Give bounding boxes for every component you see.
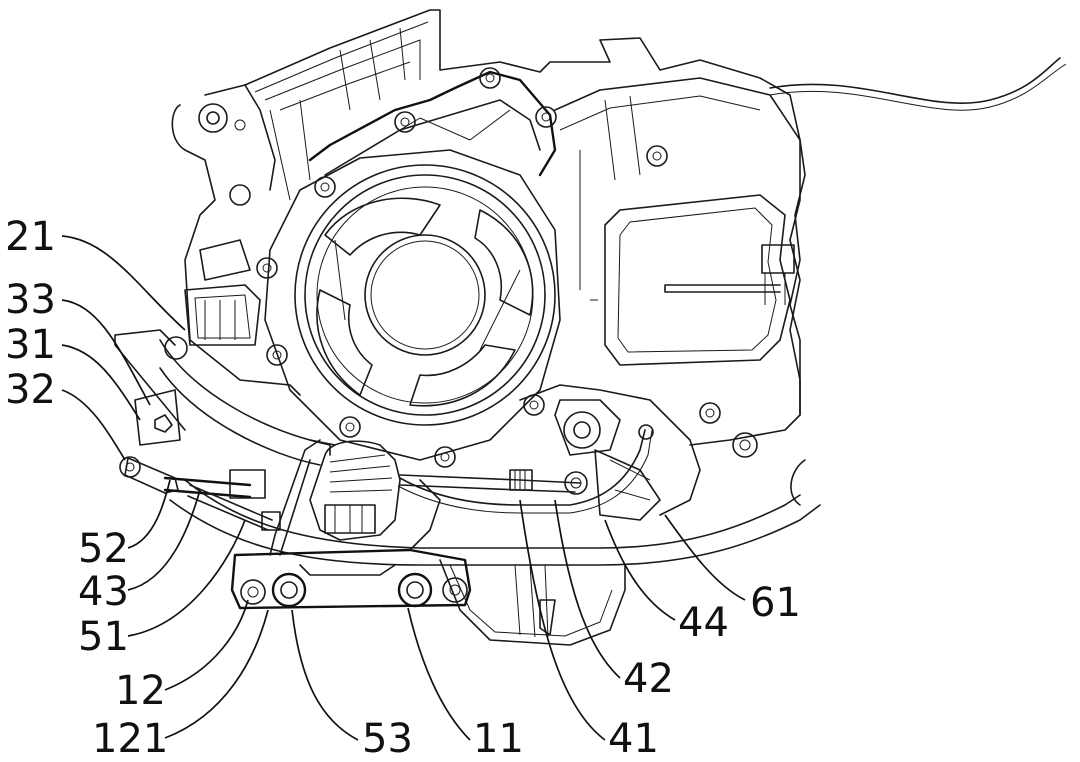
label-33: 33 [5,277,56,323]
left-block [164,239,261,360]
label-42: 42 [623,656,674,702]
mount-bracket [230,439,472,610]
connector [309,439,401,541]
cylinder-block [171,9,806,446]
label-52: 52 [78,526,129,572]
reference-labels: 21 33 31 32 52 43 51 12 121 53 11 41 42 … [5,214,801,762]
label-32: 32 [5,367,56,413]
link-rods [399,469,581,493]
label-21: 21 [5,214,56,260]
label-61: 61 [750,580,801,626]
label-44: 44 [678,600,729,646]
upper-bracket [256,67,557,468]
side-cover [554,77,801,458]
label-43: 43 [78,569,129,615]
label-121: 121 [92,716,168,762]
label-11: 11 [473,716,524,762]
label-51: 51 [78,614,129,660]
label-53: 53 [362,716,413,762]
crankcase [439,384,701,646]
label-41: 41 [608,716,659,762]
shift-arm [119,456,281,531]
label-31: 31 [5,322,56,368]
label-12: 12 [115,668,166,714]
leader-lines [61,235,746,741]
magneto-cover [264,149,561,461]
hose [399,429,646,506]
cable [769,57,1061,104]
